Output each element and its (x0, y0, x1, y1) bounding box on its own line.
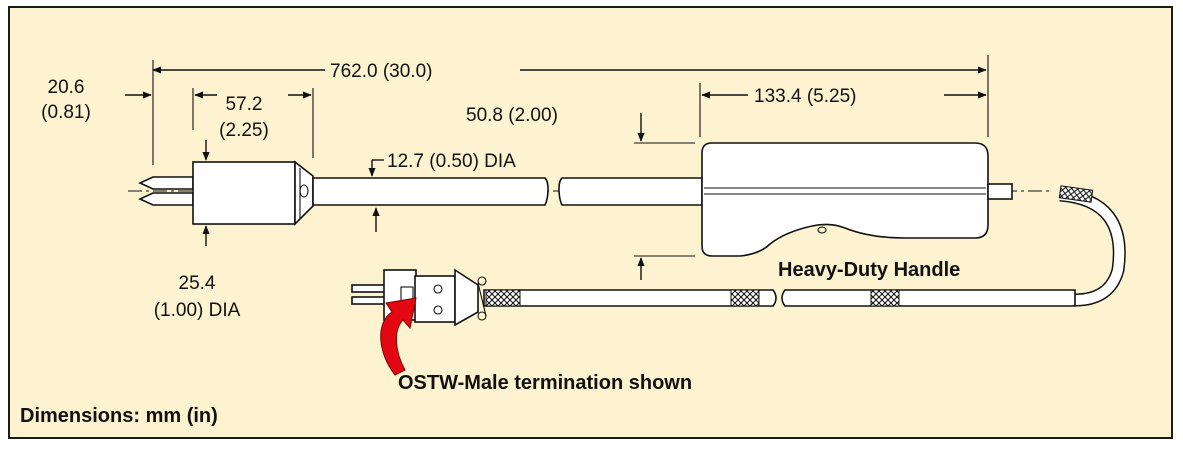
probe-tips (138, 176, 194, 206)
dimension-arrows (125, 66, 987, 280)
red-callout-arrow (380, 297, 417, 376)
sheath-dia-label: 12.7 (0.50) DIA (387, 151, 516, 172)
hub-length-in-label: (2.25) (219, 120, 269, 141)
handle-length-label: 133.4 (5.25) (754, 86, 856, 107)
termination-label: OSTW-Male termination shown (398, 372, 692, 394)
hub-dia-in-label: (1.00) DIA (154, 300, 241, 321)
heavy-duty-handle (701, 142, 989, 257)
ostw-male-connector (351, 268, 487, 327)
handle-label: Heavy-Duty Handle (778, 259, 960, 281)
extension-lines (152, 55, 989, 257)
handle-height-label: 50.8 (2.00) (466, 105, 558, 126)
probe-hub (192, 160, 314, 226)
hub-dia-mm-label: 25.4 (179, 273, 216, 294)
overall-length-label: 762.0 (30.0) (330, 61, 432, 82)
units-note: Dimensions: mm (in) (20, 405, 218, 427)
tip-offset-in-label: (0.81) (41, 102, 91, 123)
hub-length-mm-label: 57.2 (226, 94, 263, 115)
probe-sheath (312, 177, 703, 206)
handle-cable (483, 183, 1126, 307)
tip-offset-mm-label: 20.6 (48, 77, 85, 98)
